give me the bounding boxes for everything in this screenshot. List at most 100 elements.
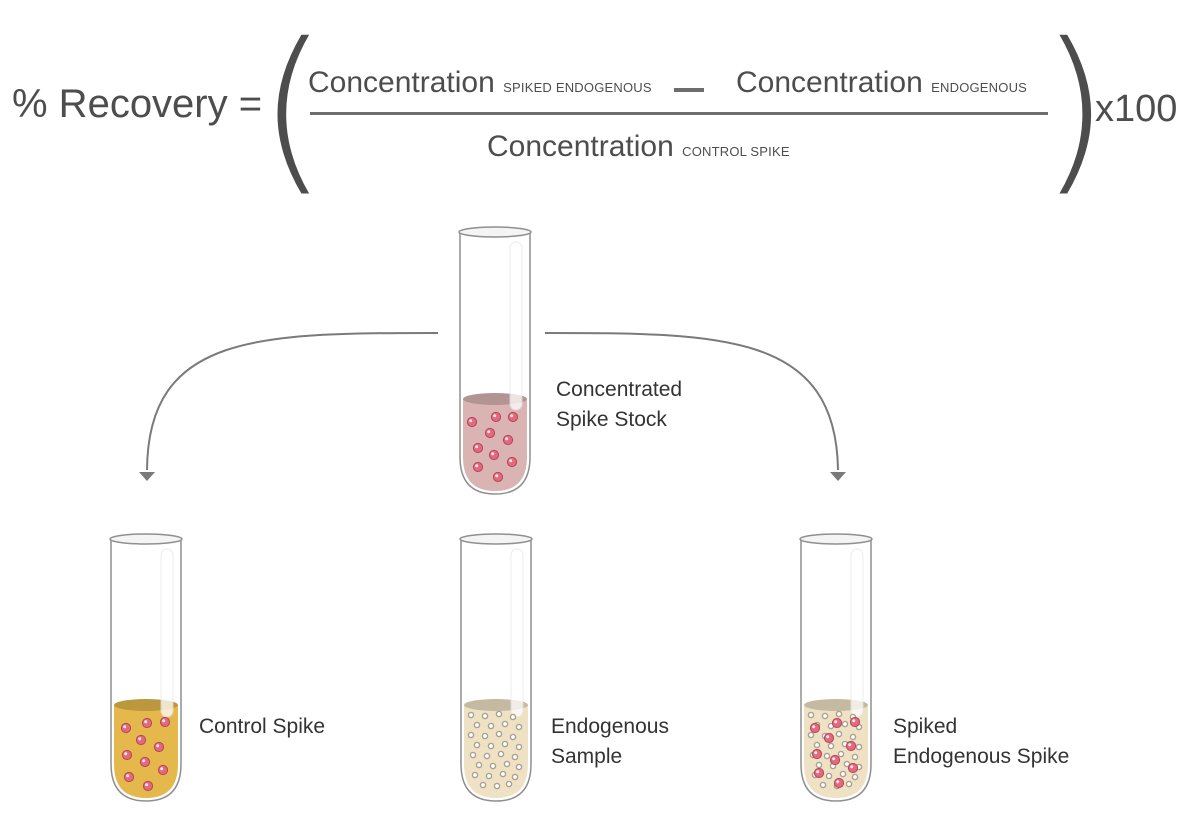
spike-particle-highlight [144, 720, 148, 724]
numerator-a-text: Concentration [308, 66, 495, 99]
spike-particle-highlight [160, 767, 164, 771]
endogenous-particle [473, 721, 481, 729]
endogenous-particle [511, 753, 519, 761]
spike-particle [490, 411, 502, 423]
spike-particle [488, 449, 500, 461]
endogenous-particle [501, 740, 509, 748]
label-control-spike: Control Spike [199, 715, 326, 738]
endogenous-particle [481, 732, 489, 740]
spike-particle [829, 754, 841, 766]
tube-glare [850, 548, 864, 718]
endogenous-particle [495, 710, 503, 718]
spike-particle-highlight [475, 445, 479, 449]
spike-particle [157, 764, 169, 776]
endogenous-particle [835, 710, 843, 718]
left-parenthesis: ( [258, 5, 328, 212]
spike-particle-highlight [832, 757, 836, 761]
tube-glare [510, 548, 524, 718]
endogenous-particle [855, 743, 863, 751]
tube-rim [458, 226, 532, 238]
endogenous-particle [807, 711, 815, 719]
endogenous-particle [515, 743, 523, 751]
spike-particle [831, 717, 843, 729]
tube-glare [160, 548, 174, 718]
spike-particle-highlight [505, 437, 509, 441]
spike-particle [123, 771, 135, 783]
tube-control-spike [109, 533, 183, 802]
spike-particle [847, 762, 859, 774]
endogenous-particle [823, 752, 831, 760]
endogenous-particle [819, 781, 827, 789]
numerator-endogenous: Concentration ENDOGENOUS [736, 66, 1027, 100]
endogenous-particle [851, 753, 859, 761]
spike-particle [813, 767, 825, 779]
endogenous-particle [467, 731, 475, 739]
endogenous-particle [827, 742, 835, 750]
spike-particle-highlight [142, 759, 146, 763]
label-concentrated-spike-stock: Concentrated Spike Stock [556, 378, 683, 431]
spike-particle [845, 740, 857, 752]
tube-endogenous-sample [459, 533, 533, 802]
arrow-to-spiked-endogenous [544, 332, 839, 471]
arrowhead-left-icon [139, 472, 155, 481]
label-endogenous-sample: Endogenous Sample [551, 715, 669, 768]
denominator-control-spike: Concentration CONTROL SPIKE [487, 130, 790, 164]
endogenous-particle [499, 770, 507, 778]
endogenous-particle [841, 720, 849, 728]
spike-particle [139, 756, 151, 768]
endogenous-particle [469, 751, 477, 759]
tube-spiked-endogenous [799, 533, 873, 802]
tube-rim [109, 533, 183, 545]
endogenous-particle [825, 772, 833, 780]
numerator-b-subscript: ENDOGENOUS [931, 80, 1028, 95]
tube-rim [459, 533, 533, 545]
formula-label: % Recovery = [12, 82, 263, 126]
endogenous-particle [843, 760, 851, 768]
endogenous-particle [807, 731, 815, 739]
spike-particle-highlight [487, 430, 491, 434]
spike-particle-highlight [126, 774, 130, 778]
spike-particle [120, 722, 132, 734]
tube-glass [110, 539, 182, 802]
label-spiked-endogenous-spike: Spiked Endogenous Spike [893, 715, 1070, 768]
endogenous-particle [509, 713, 517, 721]
tube-concentrated-spike-stock [458, 226, 532, 495]
endogenous-particle [509, 733, 517, 741]
spike-particle-highlight [814, 751, 818, 755]
spike-particle-highlight [826, 735, 830, 739]
spike-particle [507, 411, 519, 423]
fraction-bar [310, 112, 1048, 115]
spike-particle [466, 416, 478, 428]
tube-glare [509, 241, 523, 411]
spike-particle-highlight [469, 419, 473, 423]
denominator-subscript: CONTROL SPIKE [682, 144, 790, 159]
endogenous-particle [467, 711, 475, 719]
endogenous-particle [487, 742, 495, 750]
endogenous-particle [485, 772, 493, 780]
spike-particle-highlight [123, 725, 127, 729]
spike-particle [472, 461, 484, 473]
spike-particle-highlight [834, 720, 838, 724]
spike-particle-highlight [475, 464, 479, 468]
endogenous-particle [495, 730, 503, 738]
spike-particle-highlight [495, 474, 499, 478]
endogenous-particle [501, 720, 509, 728]
endogenous-particle [503, 760, 511, 768]
endogenous-particle [475, 761, 483, 769]
spike-particle [135, 734, 147, 746]
numerator-a-subscript: SPIKED ENDOGENOUS [503, 80, 652, 95]
numerator-b-text: Concentration [736, 66, 923, 99]
endogenous-particle [849, 733, 857, 741]
spike-particle-highlight [509, 459, 513, 463]
endogenous-particle [837, 750, 845, 758]
endogenous-particle [515, 723, 523, 731]
endogenous-particle [813, 741, 821, 749]
spike-particle-highlight [493, 414, 497, 418]
tube-glass [460, 539, 532, 802]
spike-particle-highlight [848, 743, 852, 747]
endogenous-particle [845, 780, 853, 788]
endogenous-particle [505, 780, 513, 788]
spike-particle [153, 741, 165, 753]
spike-particle [506, 456, 518, 468]
